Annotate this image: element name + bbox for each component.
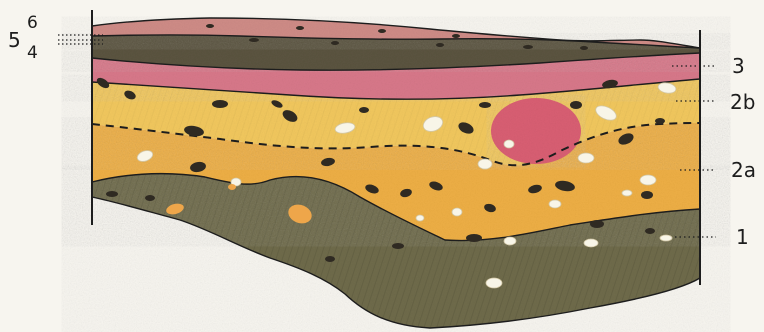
label-layer-3: 3 bbox=[732, 56, 745, 76]
label-layer-1: 1 bbox=[736, 227, 749, 247]
left-label-superscript: 6 bbox=[27, 15, 38, 32]
label-layer-2b: 2b bbox=[730, 92, 755, 112]
left-label-subscript: 4 bbox=[27, 45, 38, 62]
red-nodule bbox=[491, 98, 581, 164]
label-layer-2a: 2a bbox=[731, 160, 756, 180]
left-label-main: 5 bbox=[8, 30, 21, 50]
